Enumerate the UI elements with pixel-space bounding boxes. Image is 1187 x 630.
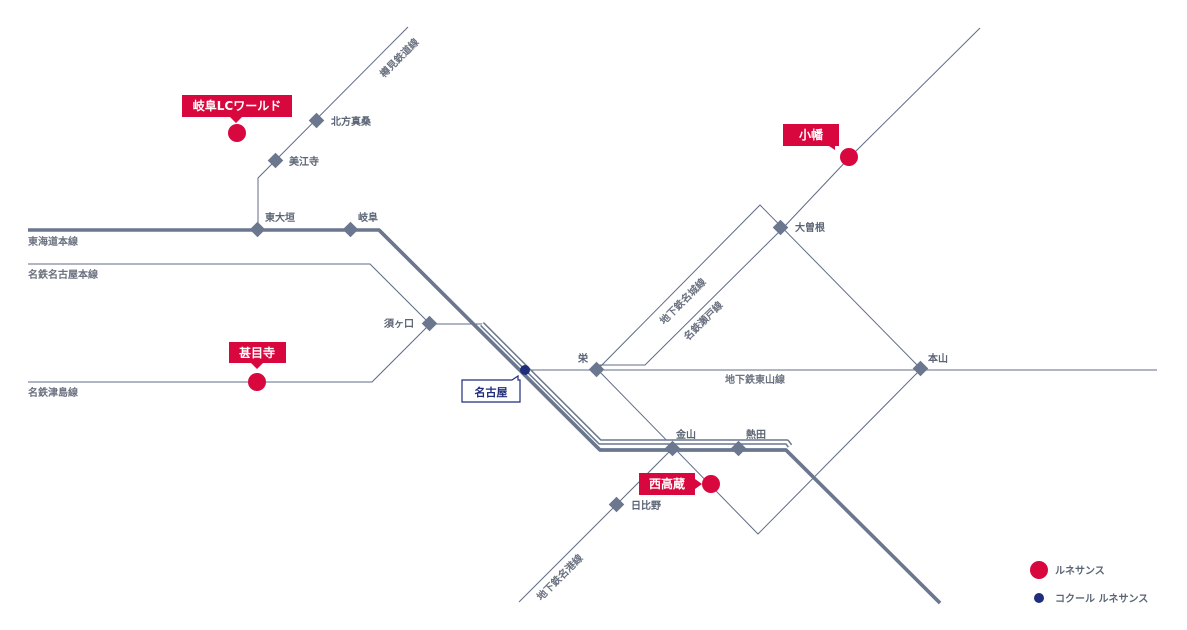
legend-renaissance-marker: [1030, 561, 1048, 579]
meitetsu-tsushima-line: [28, 323, 431, 383]
station-label-sukaguchi: 須ヶ口: [383, 317, 414, 330]
club-label-jimokuji: 甚目寺: [239, 345, 275, 360]
club-marker-jimokuji: [248, 373, 266, 391]
club-tag-nishitakakura: [639, 473, 702, 495]
club-gifu-lc[interactable]: 岐阜LCワールド: [182, 95, 292, 142]
meiko-line: [518, 447, 674, 603]
club-tag-gifu-lc: [182, 95, 292, 123]
station-marker-higashi-ogaki: [249, 221, 266, 238]
tarumi-line: [257, 26, 409, 230]
station-label-motoyama: 本山: [928, 352, 948, 365]
meitetsu-nagoya-line-label: 名鉄名古屋本線: [28, 268, 98, 281]
tokaido-line-overlay: [377, 228, 942, 605]
club-label-nishitakakura: 西高蔵: [649, 476, 685, 491]
club-marker-gifu-lc: [228, 124, 246, 142]
meitetsu-tsushima-line-label: 名鉄津島線: [28, 386, 78, 399]
club-label-obata: 小幡: [799, 127, 824, 142]
tokaido-line: [28, 228, 942, 605]
club-marker-obata: [840, 148, 858, 166]
station-marker-kitagata: [308, 112, 325, 129]
club-marker-nagoya: [520, 365, 530, 375]
club-label-gifu-lc: 岐阜LCワールド: [193, 98, 281, 113]
meitetsu-main-double-line-inner: [481, 323, 791, 447]
station-label-atsuta: 熱田: [746, 428, 766, 441]
meiko-line-label: 地下鉄名港線: [534, 552, 586, 604]
station-marker-sakae: [588, 361, 605, 378]
station-label-higashi-ogaki: 東大垣: [265, 211, 295, 224]
station-marker-mieji: [267, 152, 284, 169]
club-nagoya[interactable]: 名古屋: [461, 365, 530, 403]
map-legend: ルネサンス コクール ルネサンス: [1030, 561, 1148, 605]
station-label-hibino: 日比野: [631, 499, 661, 512]
club-marker-nishitakakura: [702, 475, 720, 493]
club-tag-nagoya: [461, 374, 521, 403]
station-label-gifu: 岐阜: [358, 211, 378, 224]
legend-cocool-marker: [1034, 593, 1044, 603]
club-tag-obata: [783, 124, 839, 150]
higashiyama-line-label: 地下鉄東山線: [725, 373, 785, 386]
legend-cocool-label: コクール ルネサンス: [1055, 593, 1148, 605]
seto-line: [597, 27, 981, 366]
tarumi-line-label: 樽見鉄道線: [377, 36, 422, 81]
tokaido-line-label: 東海道本線: [28, 235, 78, 248]
station-label-kitagata: 北方真桑: [331, 115, 372, 128]
club-label-nagoya: 名古屋: [475, 385, 508, 399]
station-marker-gifu: [342, 221, 359, 238]
station-label-ozone: 大曽根: [795, 221, 825, 234]
station-marker-ozone: [772, 219, 789, 236]
club-tag-jimokuji: [229, 342, 286, 369]
station-label-kanayama: 金山: [675, 428, 696, 441]
club-jimokuji[interactable]: 甚目寺: [229, 342, 286, 391]
club-obata[interactable]: 小幡: [783, 124, 858, 166]
station-label-mieji: 美江寺: [289, 155, 319, 168]
club-nishitakakura[interactable]: 西高蔵: [639, 473, 720, 495]
station-label-sakae: 栄: [577, 352, 589, 365]
legend-renaissance-label: ルネサンス: [1055, 565, 1105, 577]
